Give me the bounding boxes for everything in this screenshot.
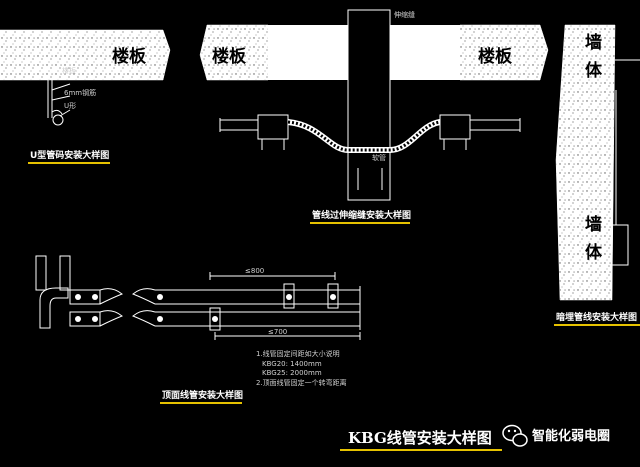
wall-label-1: 墙 [585, 32, 602, 53]
note-line-1: 1.线管固定间距如大小说明 [256, 349, 340, 358]
caption-ceiling: 顶面线管安装大样图 [162, 389, 243, 401]
expansion-joint-label: 伸缩缝 [394, 10, 415, 19]
wall-label-2: 体 [585, 60, 603, 81]
note-line-4: 2.顶面线管固定一个转弯距离 [256, 378, 347, 387]
flex-pipe-label: 软管 [372, 153, 386, 162]
caption-u-clip: U型管码安装大样图 [30, 149, 109, 161]
wall-label-3: 墙 [585, 214, 602, 235]
slab-void-right [390, 25, 460, 80]
u-clip-annotation-top: 楼板 [62, 66, 76, 75]
slab-center-left: 楼板 [199, 24, 269, 81]
dimension-upper: ≤800 [245, 267, 264, 275]
expansion-joint [347, 9, 391, 201]
slab-center-right: 楼板 [459, 24, 549, 81]
wall-label-4: 体 [585, 242, 603, 263]
u-clip-annotation-low: U形 [64, 102, 76, 110]
wechat-icon [502, 424, 528, 447]
slab-left: 楼板 [0, 29, 171, 81]
caption-wall-conceal: 暗埋管线安装大样图 [556, 311, 637, 323]
notes-block: 1.线管固定间距如大小说明 KBG20: 1400mm KBG25: 2000m… [256, 349, 347, 387]
slab-label-center-left: 楼板 [212, 46, 247, 67]
slab-void-left [268, 25, 348, 80]
flex-conduit-assembly [219, 114, 521, 190]
u-clip-annotation-mid: 6mm钢筋 [64, 88, 96, 97]
watermark-text: 智能化弱电圈 [532, 428, 610, 444]
slab-label-center-right: 楼板 [478, 46, 513, 67]
note-line-3: KBG25: 2000mm [262, 369, 322, 377]
caption-slab-cross: 管线过伸缩缝安装大样图 [312, 209, 411, 221]
fixing-points [75, 294, 336, 322]
u-clip-detail [47, 80, 71, 126]
ceiling-conduit-detail [35, 255, 361, 340]
watermark: 智能化弱电圈 [502, 424, 610, 447]
wall-right: 墙 体 墙 体 [555, 24, 616, 301]
wall-conduit [605, 59, 640, 266]
note-line-2: KBG20: 1400mm [262, 360, 322, 368]
slab-label-left: 楼板 [112, 46, 147, 67]
dimension-lower: ≤700 [268, 328, 287, 336]
main-title: KBG线管安装大样图 [348, 429, 492, 447]
